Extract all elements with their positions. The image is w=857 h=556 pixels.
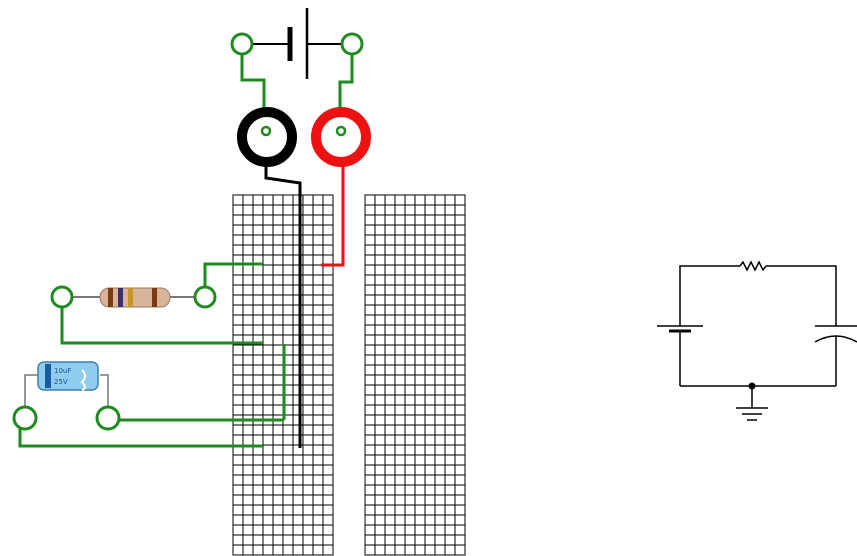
battery-terminal-right[interactable]: [340, 32, 364, 56]
breadboard-right-block[interactable]: [364, 194, 466, 556]
resistor-terminal-left[interactable]: [50, 285, 74, 309]
resistor-band: [152, 288, 157, 307]
capacitor-label-1: 10uF: [54, 367, 71, 375]
resistor-band: [128, 288, 133, 307]
battery-terminal-left[interactable]: [230, 32, 254, 56]
black-probe-lead[interactable]: [264, 162, 302, 448]
resistor-component[interactable]: [50, 285, 217, 309]
breadboard-left-block[interactable]: [232, 194, 334, 556]
wire-battery-to-black-probe[interactable]: [240, 54, 266, 128]
resistor-band: [118, 288, 123, 307]
battery-symbol: [657, 325, 703, 333]
battery-component[interactable]: [230, 8, 364, 79]
resistor-band: [108, 288, 113, 307]
red-probe-ring[interactable]: [311, 107, 371, 167]
wire-capacitor-left-to-board[interactable]: [18, 429, 263, 448]
ground-symbol: [736, 386, 768, 421]
black-probe-ring[interactable]: [237, 107, 297, 167]
capacitor-terminal-left[interactable]: [12, 405, 38, 431]
capacitor-terminal-right[interactable]: [95, 405, 121, 431]
resistor-symbol: [739, 260, 767, 272]
wire-resistor-left-to-board[interactable]: [60, 307, 263, 345]
wire-resistor-right-to-board[interactable]: [203, 262, 263, 287]
red-probe-lead[interactable]: [321, 163, 345, 267]
wire-battery-to-red-probe[interactable]: [338, 54, 354, 128]
resistor-terminal-right[interactable]: [193, 285, 217, 309]
capacitor-label-2: 25V: [54, 378, 68, 386]
circuit-schematic: [657, 260, 857, 421]
capacitor-component[interactable]: 10uF 25V: [12, 361, 121, 431]
